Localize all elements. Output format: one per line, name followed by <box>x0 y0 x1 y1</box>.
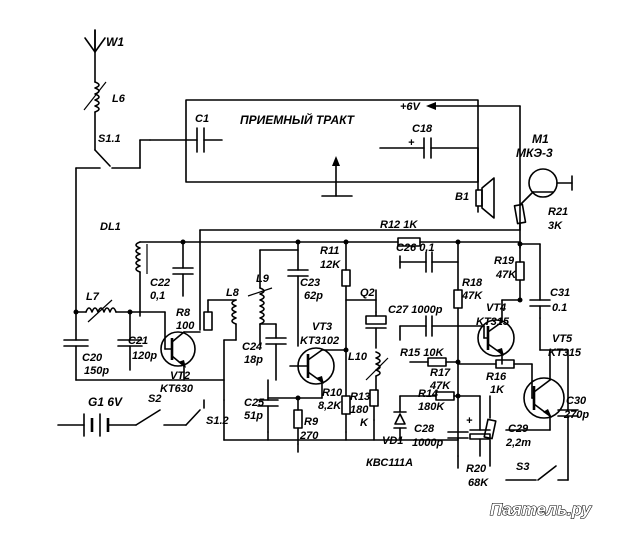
c18-plus-sign: + <box>408 137 415 149</box>
c31-value: 0.1 <box>552 302 567 314</box>
s1-2-label: S1.2 <box>206 415 229 427</box>
c22-value: 0,1 <box>150 290 165 302</box>
vt2-value: KT630 <box>160 383 194 395</box>
r12-label: R12 1K <box>380 219 418 231</box>
r17-label: R17 <box>430 367 451 379</box>
c21-value: 120p <box>132 350 157 362</box>
c24-label: C24 <box>242 341 262 353</box>
r11-label: R11 <box>320 245 339 257</box>
r13-value: 180 <box>350 404 369 416</box>
vd1-label: VD1 <box>382 435 403 447</box>
c30-value: 270p <box>563 409 589 421</box>
c31-label: C31 <box>550 287 570 299</box>
output-stage: L7 C20 150p C21 120p VT2 KT630 R8 <box>63 291 237 395</box>
c25-value: 51p <box>244 410 263 422</box>
modulator-stage: C23 62p VT3 KT3102 C25 51p R9 270 R11 12… <box>244 241 351 445</box>
r20-label: R20 <box>466 463 487 475</box>
c29-value: 2,2m <box>505 437 531 449</box>
r19-value: 47K <box>495 269 517 281</box>
crystal-varicap: Q2 L10 R13 180 K VD1 КВС111А <box>345 287 437 469</box>
oscillator-coils: L8 L9 C24 18p <box>223 249 299 401</box>
ground-rail: G1 6V S2 S1.2 <box>57 379 459 469</box>
watermark-text: Паятель.ру <box>490 500 593 519</box>
vt2-label: VT2 <box>170 370 190 382</box>
q2-label: Q2 <box>360 287 375 299</box>
r20-value: 68K <box>468 477 489 489</box>
s1-1-label: S1.1 <box>98 133 121 145</box>
l7-label: L7 <box>86 291 100 303</box>
c28-label: C28 <box>414 423 435 435</box>
l9-label: L9 <box>256 273 270 285</box>
vt4-value: KT315 <box>476 316 510 328</box>
c21-label: C21 <box>128 335 148 347</box>
r14-label: R14 <box>418 388 438 400</box>
vt4-label: VT4 <box>486 302 506 314</box>
c23-label: C23 <box>300 277 320 289</box>
c22-label: C22 <box>150 277 170 289</box>
mke-label: МКЭ-3 <box>516 146 553 160</box>
b1-label: B1 <box>455 191 469 203</box>
r21-label: R21 <box>548 206 568 218</box>
dl1-section: DL1 C22 0,1 <box>100 221 194 313</box>
c28-plus-sign: + <box>466 415 473 427</box>
c23-value: 62p <box>304 290 323 302</box>
l8-label: L8 <box>226 287 240 299</box>
receiver-block-title: ПРИЕМНЫЙ ТРАКТ <box>240 111 356 127</box>
r11-value: 12K <box>320 259 341 271</box>
r18-label: R18 <box>462 277 483 289</box>
r17-value: 47K <box>429 380 451 392</box>
s2-label: S2 <box>148 393 161 405</box>
c28-value: 1000p <box>412 437 443 449</box>
r18-value: 47K <box>461 290 483 302</box>
c24-value: 18p <box>244 354 263 366</box>
r15-label: R15 10K <box>400 347 444 359</box>
microphone-section: M1 МКЭ-3 R21 3K C31 0.1 <box>513 132 573 319</box>
r8-value: 100 <box>176 320 195 332</box>
antenna-section: W1 L6 S1.1 <box>75 29 151 313</box>
vt5-label: VT5 <box>552 333 573 345</box>
c30-label: C30 <box>566 395 587 407</box>
r13-label: R13 <box>350 391 370 403</box>
dl1-label: DL1 <box>100 221 121 233</box>
c20-label: C20 <box>82 352 103 364</box>
r10-label: R10 <box>322 387 343 399</box>
c29-label: C29 <box>508 423 529 435</box>
r19-label: R19 <box>494 255 515 267</box>
l6-label: L6 <box>112 93 126 105</box>
r9-label: R9 <box>304 416 319 428</box>
audio-amp: C26 0,1 R18 47K R19 47K C27 1000p VT4 KT… <box>388 241 533 441</box>
w1-label: W1 <box>106 35 124 49</box>
vt3-value: KT3102 <box>300 335 339 347</box>
vt5-value: KT315 <box>548 347 582 359</box>
r10-value: 8,2K <box>318 400 342 412</box>
g1-label: G1 6V <box>88 395 123 409</box>
watermark: Паятель.ру <box>489 499 593 519</box>
l10-label: L10 <box>348 351 368 363</box>
c18-label: C18 <box>412 123 433 135</box>
r8-label: R8 <box>176 307 191 319</box>
c1-label: C1 <box>195 113 209 125</box>
vd1-type: КВС111А <box>366 457 413 469</box>
supply-voltage-label: +6V <box>400 101 422 113</box>
speaker-b1: B1 <box>455 147 495 219</box>
c26-label: C26 0,1 <box>396 242 435 254</box>
r13-unit: K <box>360 417 369 429</box>
r9-value: 270 <box>299 430 319 442</box>
r21-value: 3K <box>548 220 563 232</box>
s3-label: S3 <box>516 461 529 473</box>
top-rail: R12 1K <box>139 219 521 331</box>
vt3-label: VT3 <box>312 321 332 333</box>
receiver-block: ПРИЕМНЫЙ ТРАКТ +6V C1 C18 + <box>149 99 521 231</box>
r14-value: 180K <box>418 401 445 413</box>
r16-value: 1K <box>490 384 505 396</box>
c20-value: 150p <box>84 365 109 377</box>
c25-label: C25 <box>244 397 265 409</box>
m1-label: M1 <box>532 132 549 146</box>
c27-label: C27 1000p <box>388 304 443 316</box>
r16-label: R16 <box>486 371 507 383</box>
